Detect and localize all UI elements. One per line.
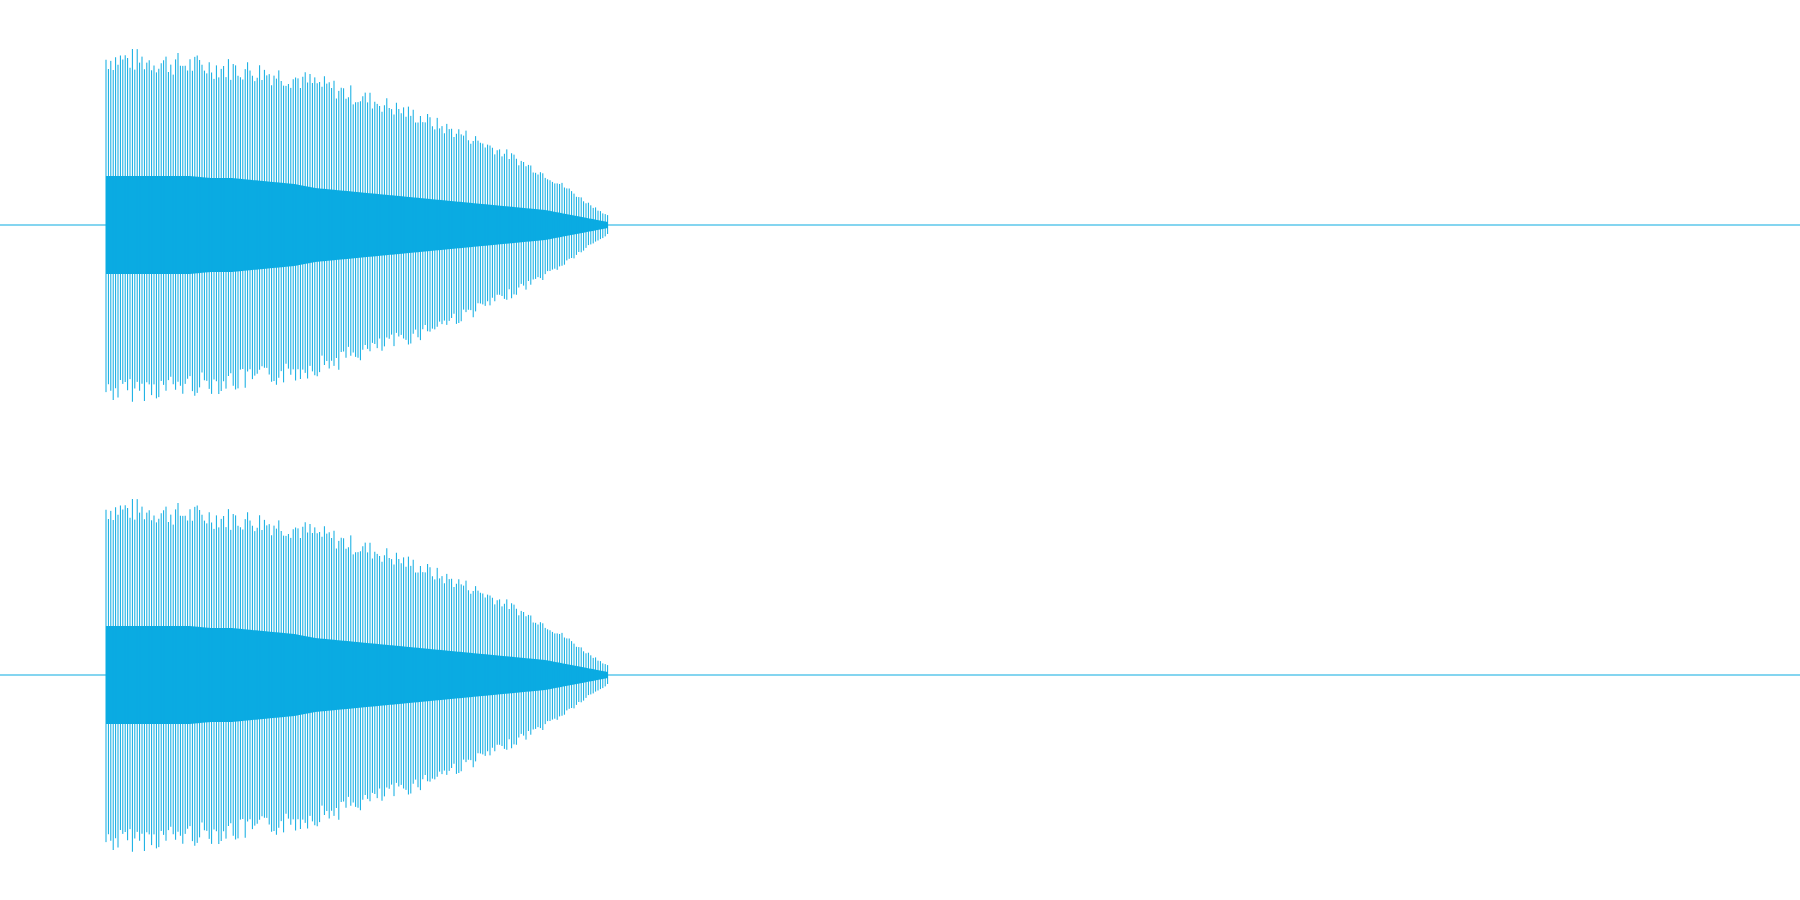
channel-left-samples (105, 49, 609, 402)
waveform-body (106, 176, 608, 274)
channel-right-waveform (0, 499, 1800, 852)
waveform-body (106, 626, 608, 724)
channel-right-samples (105, 499, 609, 852)
channel-left-waveform (0, 49, 1800, 402)
channel-right (0, 450, 1800, 900)
channel-left (0, 49, 1800, 402)
